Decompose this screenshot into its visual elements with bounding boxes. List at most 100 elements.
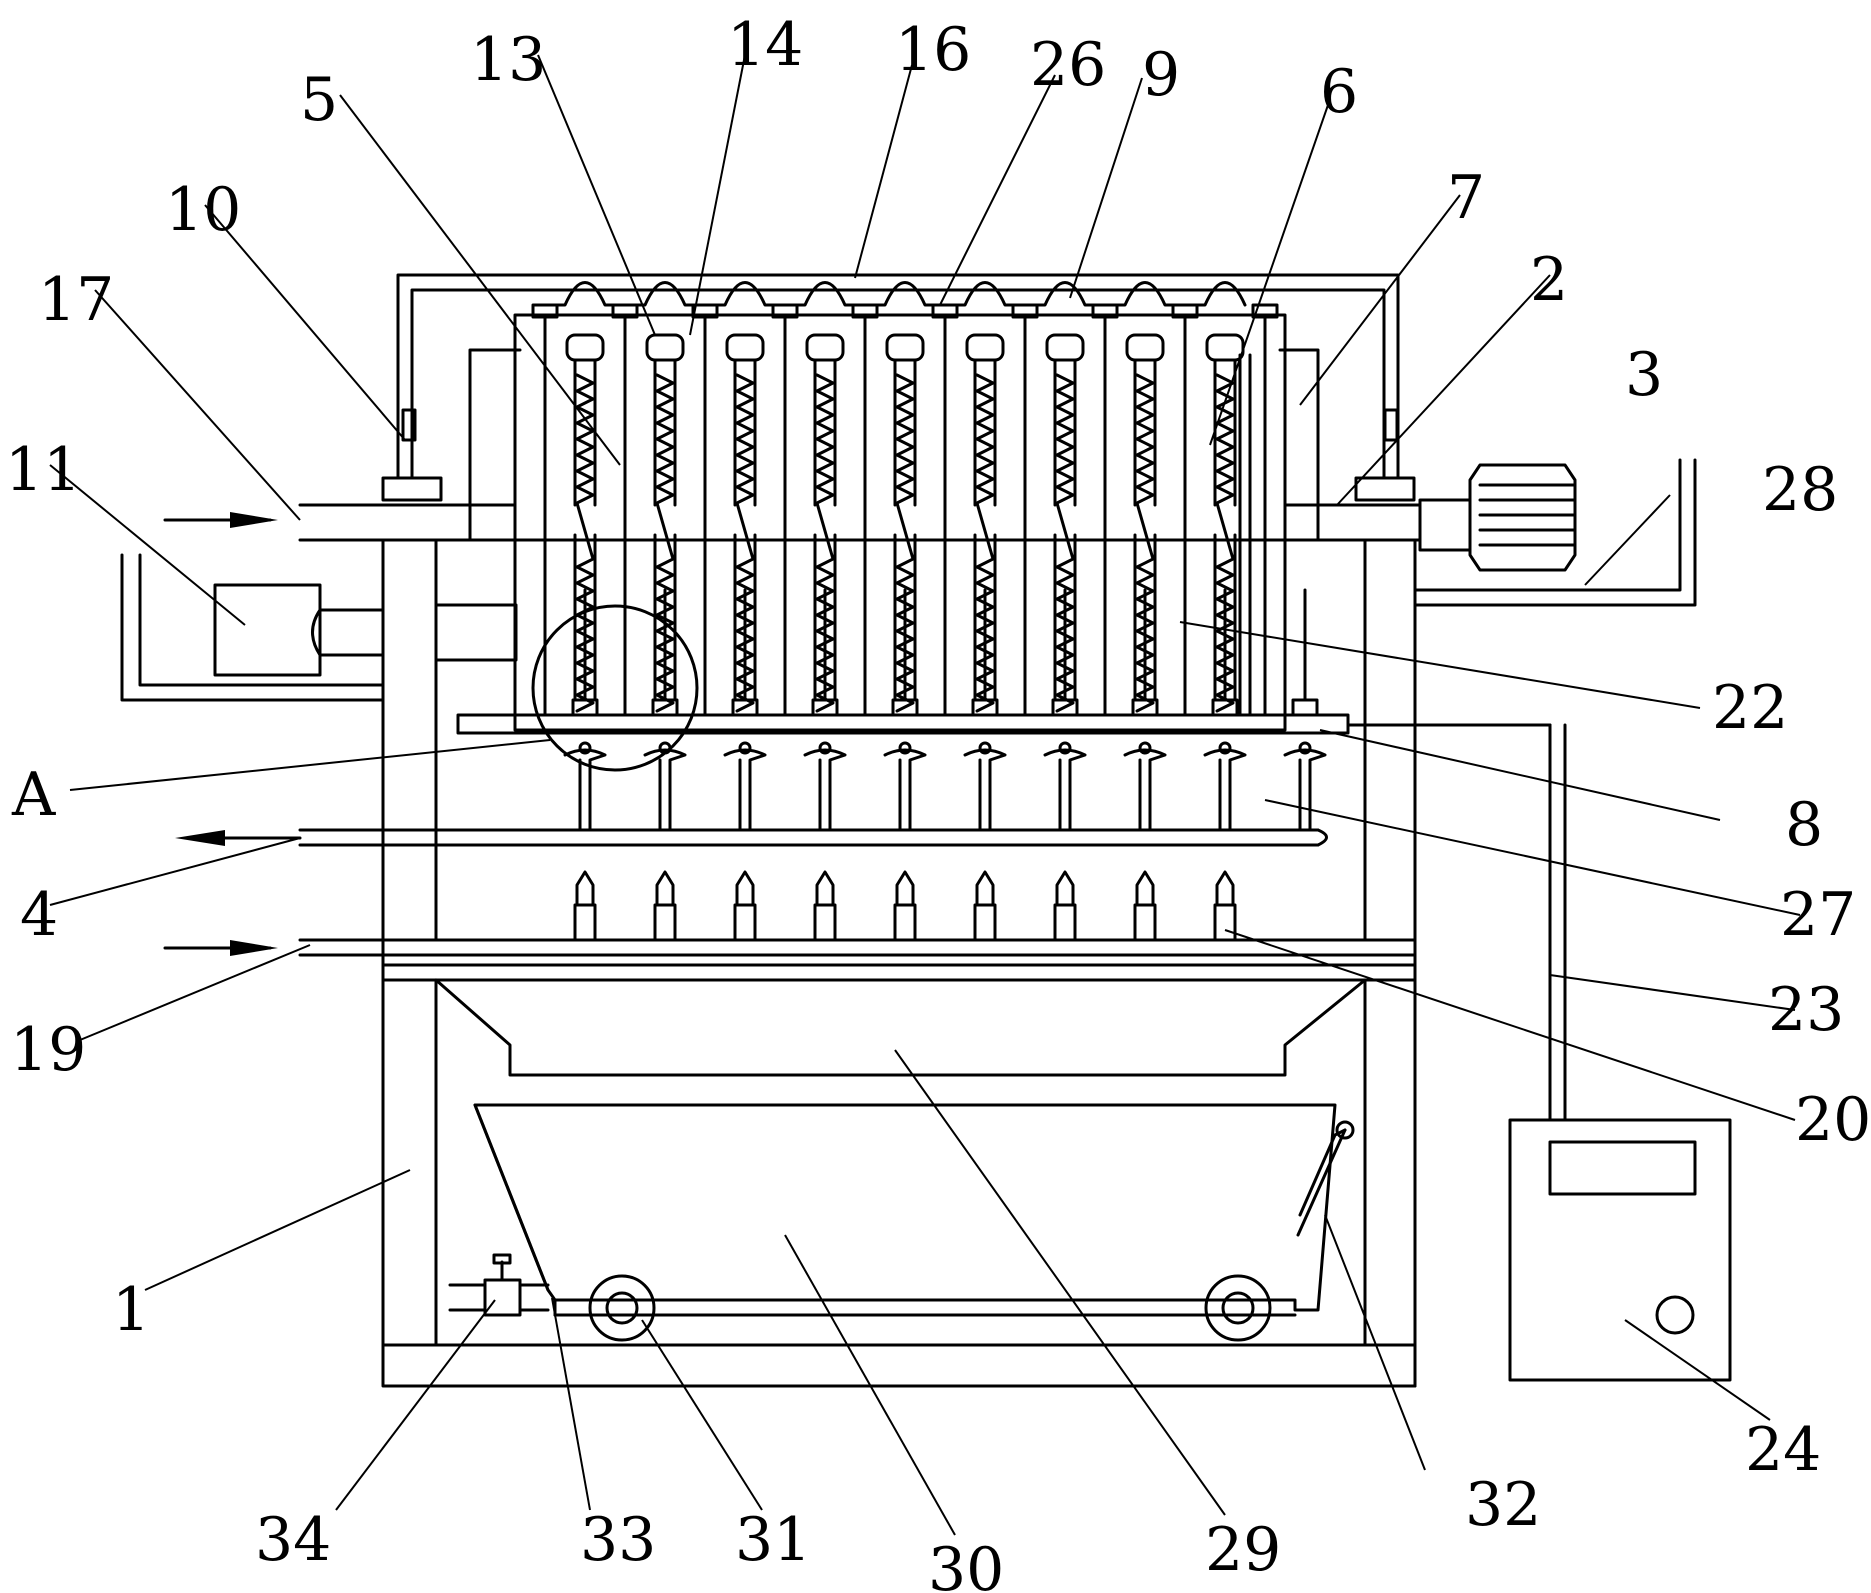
label-11: 11 <box>5 435 81 505</box>
sprayer-body <box>813 903 837 942</box>
collector-cup <box>1203 748 1247 832</box>
pipe-19 <box>163 938 1417 957</box>
nozzle-base <box>1211 698 1239 717</box>
collector-cup <box>723 748 767 832</box>
label-4: 4 <box>20 880 58 950</box>
label-13: 13 <box>470 25 546 95</box>
label-17: 17 <box>38 265 114 335</box>
tube-head <box>965 333 1005 362</box>
label-31: 31 <box>735 1505 811 1575</box>
label-34: 34 <box>255 1505 331 1575</box>
label-28: 28 <box>1762 455 1838 525</box>
sprayer-tip <box>735 870 755 907</box>
labels: 13 14 16 26 9 6 7 2 3 28 5 10 17 11 22 A… <box>5 10 1871 1593</box>
pump-11 <box>120 553 518 702</box>
sprayer-tip <box>1135 870 1155 907</box>
sprayer-body <box>653 903 677 942</box>
label-26: 26 <box>1030 30 1106 100</box>
cup-pin <box>1218 741 1232 755</box>
collector-cup <box>803 748 847 832</box>
tube-head <box>1205 333 1245 362</box>
cup-pin <box>1298 741 1312 755</box>
label-1: 1 <box>112 1275 150 1345</box>
leader-lines <box>49 54 1801 1536</box>
label-3: 3 <box>1625 340 1663 410</box>
sprayers-20 <box>573 870 1237 942</box>
label-8: 8 <box>1785 790 1823 860</box>
tube-head <box>645 333 685 362</box>
cup-pin <box>738 741 752 755</box>
nozzle-base <box>571 698 599 717</box>
nozzle-base <box>1051 698 1079 717</box>
sprayer-tip <box>815 870 835 907</box>
nozzle-base <box>891 698 919 717</box>
label-9: 9 <box>1142 40 1180 110</box>
sprayer-tip <box>1215 870 1235 907</box>
label-29: 29 <box>1205 1515 1281 1585</box>
label-16: 16 <box>895 15 971 85</box>
sprayer-tip <box>655 870 675 907</box>
collector-cup <box>1043 748 1087 832</box>
sprayer-tip <box>575 870 595 907</box>
sprayer-body <box>1213 903 1237 942</box>
brush-bristles <box>1055 373 1075 713</box>
sprayer-tip <box>975 870 995 907</box>
brush-bristles <box>655 373 675 713</box>
label-30: 30 <box>928 1535 1004 1593</box>
collector-cup <box>1123 748 1167 832</box>
cup-pin <box>898 741 912 755</box>
label-2: 2 <box>1530 245 1568 315</box>
label-14: 14 <box>727 10 803 80</box>
motor-3 <box>1413 458 1697 607</box>
plate-8 <box>456 713 1567 1122</box>
label-19: 19 <box>10 1015 86 1085</box>
label-33: 33 <box>580 1505 656 1575</box>
collector-cup <box>963 748 1007 832</box>
collector-cup <box>883 748 927 832</box>
label-5: 5 <box>300 65 338 135</box>
nozzle-base <box>731 698 759 717</box>
brush-bristles <box>735 373 755 713</box>
tube-head <box>565 333 605 362</box>
frame <box>381 538 1417 1388</box>
outlet-pipe-4 <box>175 828 1328 847</box>
cart-30 <box>473 1103 1355 1317</box>
cup-pin <box>1058 741 1072 755</box>
label-a: A <box>11 760 56 830</box>
detail-circle-a <box>531 604 699 772</box>
label-7: 7 <box>1447 163 1485 233</box>
shaft-2 <box>1283 498 1472 552</box>
label-20: 20 <box>1795 1085 1871 1155</box>
sprayer-tip <box>1055 870 1075 907</box>
brush-bristles <box>895 373 915 713</box>
tube-head <box>1125 333 1165 362</box>
spring-hose <box>533 281 1247 307</box>
label-22: 22 <box>1712 673 1788 743</box>
label-32: 32 <box>1465 1470 1541 1540</box>
drum-housing <box>468 313 1320 732</box>
tube-head <box>725 333 765 362</box>
brush-bristles <box>575 373 595 713</box>
hopper-29 <box>434 978 1367 1077</box>
collector-cup <box>1283 748 1327 832</box>
inlet-pipe-17 <box>163 503 517 542</box>
cup-pin <box>818 741 832 755</box>
nozzle-base <box>1291 698 1319 717</box>
brush-bristles <box>815 373 835 713</box>
sprayer-body <box>893 903 917 942</box>
top-bracket <box>381 273 1416 502</box>
tube-array <box>531 281 1279 717</box>
control-box-24 <box>1508 1118 1732 1382</box>
label-10: 10 <box>165 175 241 245</box>
valve-34 <box>448 1253 550 1317</box>
collector-cup <box>563 748 607 832</box>
brush-bristles <box>1135 373 1155 713</box>
wheels-31 <box>588 1274 1272 1342</box>
sprayer-body <box>1133 903 1157 942</box>
sprayer-body <box>1053 903 1077 942</box>
tube-head <box>1045 333 1085 362</box>
cup-pin <box>1138 741 1152 755</box>
label-27: 27 <box>1780 880 1856 950</box>
brush-bristles <box>975 373 995 713</box>
